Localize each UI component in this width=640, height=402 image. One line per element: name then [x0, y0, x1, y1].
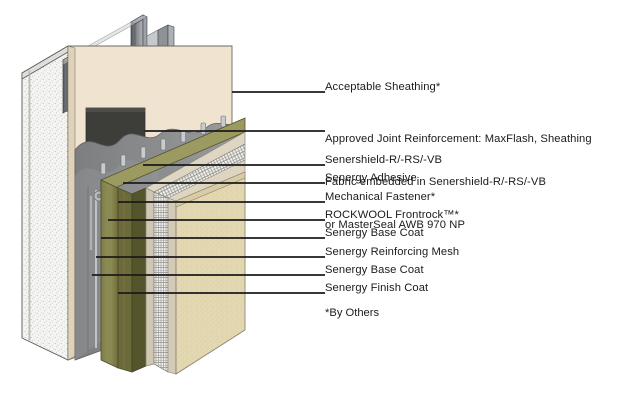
callout-rockwool-frontrock: ROCKWOOL Frontrock™*	[325, 209, 459, 221]
callout-line-3: or MasterSeal AWB 970 NP	[325, 218, 466, 231]
callout-senergy-base-coat-2: Senergy Base Coat	[325, 264, 424, 276]
callout-line-1: Approved Joint Reinforcement: MaxFlash, …	[325, 133, 592, 146]
reinforcing-mesh-layer	[153, 143, 246, 373]
callout-line-2: Fabric embedded in Senershield-R/-RS/-VB	[325, 176, 547, 189]
callout-senergy-base-coat-1: Senergy Base Coat	[325, 227, 424, 239]
footnote-by-others: *By Others	[325, 307, 380, 319]
finish-coat-face	[175, 171, 246, 375]
callout-acceptable-sheathing: Acceptable Sheathing*	[325, 81, 441, 93]
rockwool-insulation	[100, 117, 246, 373]
callout-senershield: Senershield-R/-RS/-VB	[325, 154, 443, 166]
callout-senergy-adhesive: Senergy Adhesive	[325, 172, 417, 184]
callout-senergy-finish-coat: Senergy Finish Coat	[325, 282, 429, 294]
leader-lines	[92, 91, 325, 294]
callout-approved-joint-reinforcement: Approved Joint Reinforcement: MaxFlash, …	[325, 104, 592, 260]
callout-mechanical-fastener: Mechanical Fastener*	[325, 191, 436, 203]
callout-senergy-reinforcing-mesh: Senergy Reinforcing Mesh	[325, 246, 460, 258]
